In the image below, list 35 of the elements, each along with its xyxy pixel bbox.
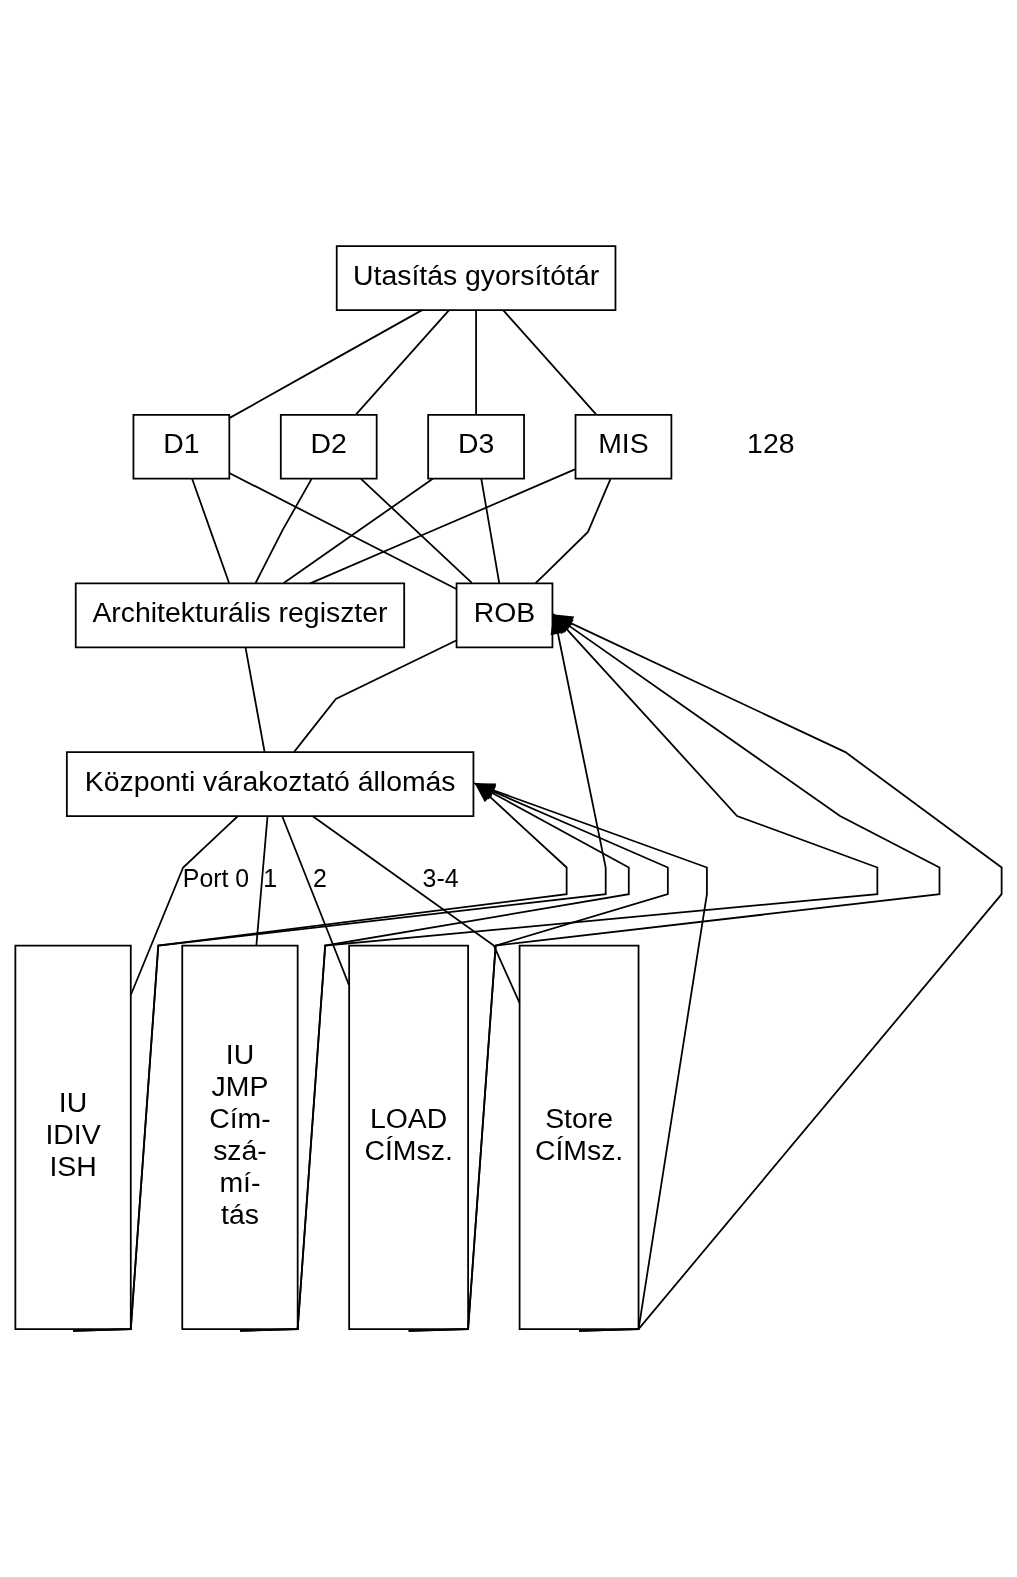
connector bbox=[130, 815, 239, 996]
connector bbox=[311, 815, 521, 1004]
connector bbox=[244, 646, 266, 753]
edge-label: 3-4 bbox=[422, 865, 459, 893]
connector bbox=[293, 639, 458, 753]
node-box: Központi várakoztató állomás bbox=[65, 751, 475, 817]
edge-label: 1 bbox=[263, 865, 278, 893]
node-box: Utasítás gyorsítótár bbox=[335, 245, 617, 311]
edge-label: 2 bbox=[312, 865, 327, 893]
connector bbox=[475, 309, 477, 416]
node-box: MIS bbox=[574, 413, 673, 480]
node-box: D2 bbox=[279, 413, 378, 480]
connector bbox=[309, 468, 576, 585]
label: 128 bbox=[747, 427, 795, 460]
connector bbox=[534, 478, 612, 585]
connector bbox=[281, 815, 350, 986]
connector bbox=[480, 477, 501, 584]
connector bbox=[191, 477, 230, 584]
node-box: Store CÍMsz. bbox=[518, 944, 640, 1330]
connector bbox=[282, 477, 434, 584]
node-box: Architekturális regiszter bbox=[74, 582, 406, 649]
connector bbox=[502, 309, 597, 416]
node-box: IU IDIV ISH bbox=[14, 944, 132, 1330]
connector bbox=[255, 815, 269, 947]
connector bbox=[254, 478, 313, 584]
edge-label: Port 0 bbox=[182, 865, 250, 893]
connector bbox=[228, 309, 423, 419]
node-box: ROB bbox=[455, 582, 554, 649]
node-box: D1 bbox=[132, 413, 231, 480]
node-box: D3 bbox=[427, 413, 525, 480]
node-box: LOAD CÍMsz. bbox=[348, 944, 469, 1330]
connector bbox=[360, 477, 473, 584]
node-box: IU JMP Cím- szá- mí- tás bbox=[181, 944, 299, 1330]
connector bbox=[355, 309, 450, 416]
connector bbox=[228, 472, 458, 590]
